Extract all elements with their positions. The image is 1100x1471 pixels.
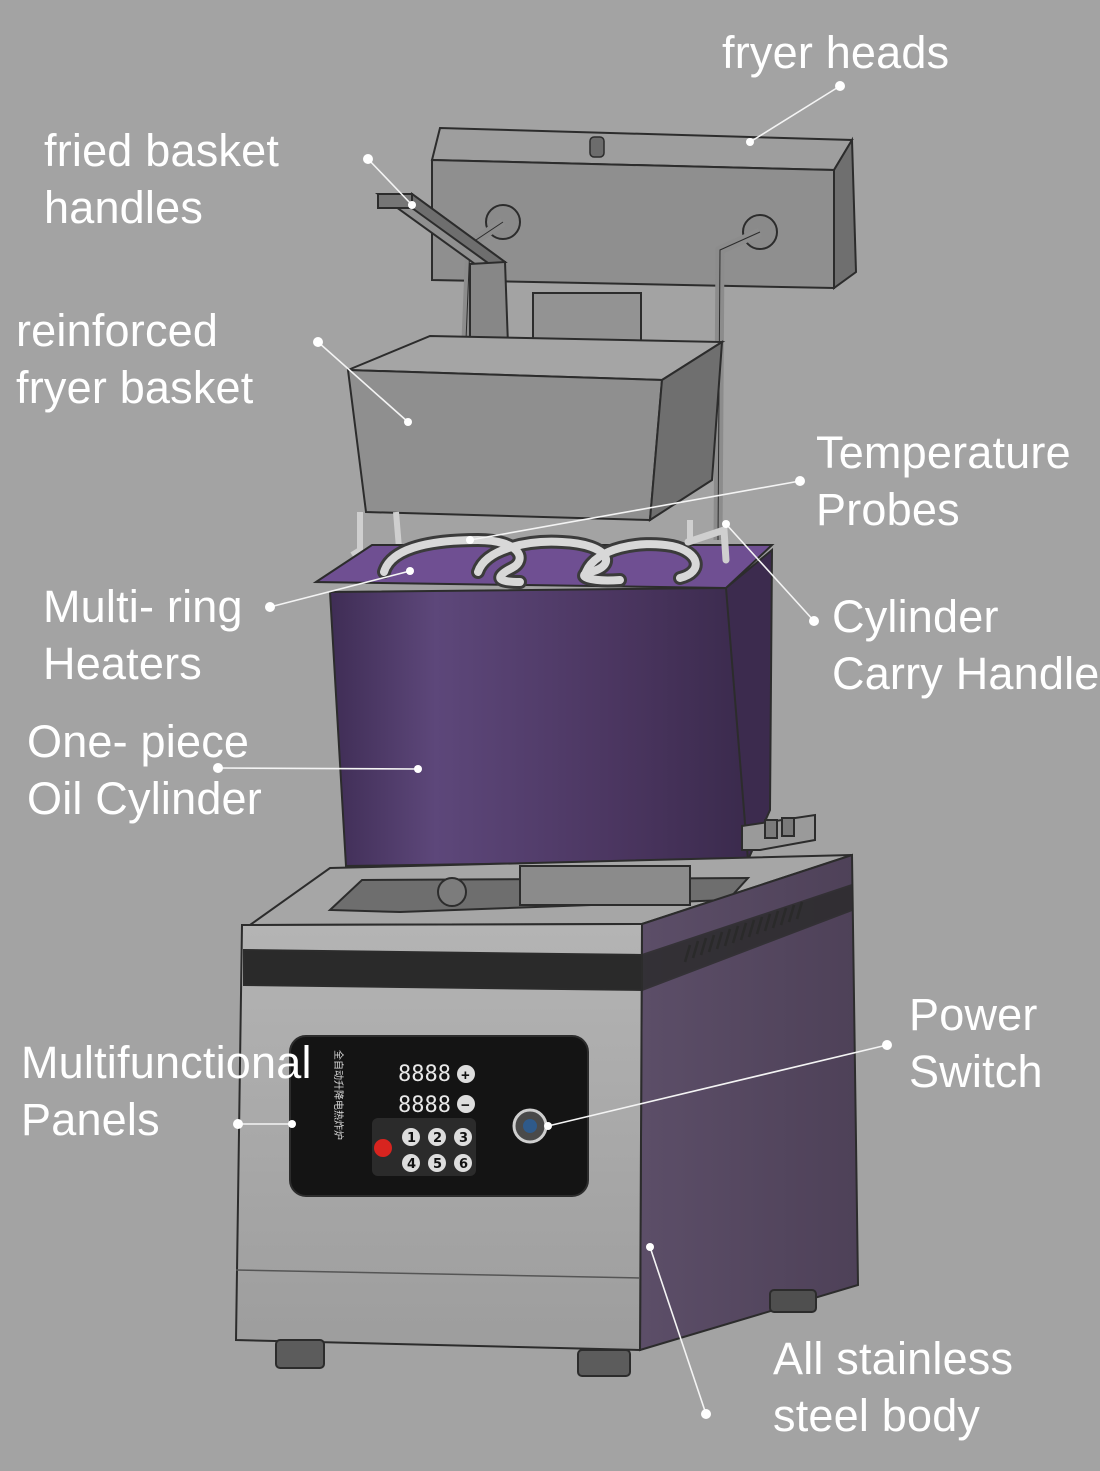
label-fryer-basket: reinforced fryer basket xyxy=(16,302,254,416)
keypad-label: 2 xyxy=(433,1131,442,1146)
label-line: fried basket xyxy=(44,125,280,176)
keypad-button-3[interactable] xyxy=(454,1128,472,1146)
keypad-label: 6 xyxy=(459,1157,468,1172)
label-line: steel body xyxy=(773,1390,981,1441)
oil-cylinder xyxy=(312,544,775,868)
leader-lines xyxy=(213,81,892,1419)
label-line: Temperature xyxy=(816,427,1071,478)
label-line: Switch xyxy=(909,1046,1043,1097)
keypad-label: 1 xyxy=(407,1131,416,1146)
label-steel-body: All stainless steel body xyxy=(773,1330,1013,1444)
keypad-button-5[interactable] xyxy=(428,1154,446,1172)
keypad-button-2[interactable] xyxy=(428,1128,446,1146)
label-line: Oil Cylinder xyxy=(27,773,262,824)
label-heaters: Multi- ring Heaters xyxy=(43,578,243,692)
label-line: Cylinder xyxy=(832,591,999,642)
keypad: 1 2 3 4 5 6 xyxy=(402,1128,472,1172)
label-line: Carry Handle xyxy=(832,648,1100,699)
label-line: fryer heads xyxy=(722,27,950,78)
label-line: Multi- ring xyxy=(43,581,243,632)
label-line: Power xyxy=(909,989,1038,1040)
label-line: fryer basket xyxy=(16,362,254,413)
label-line: Multifunctional xyxy=(21,1037,312,1088)
timer-display: 8888 xyxy=(398,1093,451,1118)
label-power-switch: Power Switch xyxy=(909,986,1043,1100)
temperature-display: 8888 xyxy=(398,1062,451,1087)
keypad-label: 4 xyxy=(407,1157,416,1172)
minus-button[interactable] xyxy=(457,1095,475,1113)
keypad-button-6[interactable] xyxy=(454,1154,472,1172)
label-line: reinforced xyxy=(16,305,219,356)
basket-handle xyxy=(374,192,510,350)
control-panel: 全自动升降电热炸炉 8888 8888 + − 1 2 3 4 5 6 xyxy=(289,1035,589,1197)
label-line: One- piece xyxy=(27,716,250,767)
label-carry-handle: Cylinder Carry Handle xyxy=(832,588,1100,702)
label-oil-cylinder: One- piece Oil Cylinder xyxy=(27,713,262,827)
label-line: Probes xyxy=(816,484,960,535)
heating-elements xyxy=(377,525,730,589)
panel-side-text: 全自动升降电热炸炉 xyxy=(332,1050,345,1140)
label-fryer-heads: fryer heads xyxy=(722,24,949,81)
base-top xyxy=(246,813,853,927)
label-panels: Multifunctional Panels xyxy=(21,1034,312,1148)
power-indicator-icon xyxy=(374,1139,392,1157)
keypad-label: 3 xyxy=(459,1131,468,1146)
label-line: handles xyxy=(44,182,204,233)
label-line: Panels xyxy=(21,1094,160,1145)
label-temperature-probes: Temperature Probes xyxy=(816,424,1071,538)
label-line: Heaters xyxy=(43,638,202,689)
minus-symbol: − xyxy=(461,1097,470,1114)
keypad-label: 5 xyxy=(433,1157,442,1172)
label-basket-handles: fried basket handles xyxy=(44,122,279,236)
vent-slots xyxy=(683,901,804,963)
keypad-button-4[interactable] xyxy=(402,1154,420,1172)
plus-button[interactable] xyxy=(457,1065,475,1083)
plus-symbol: + xyxy=(461,1067,470,1084)
feet xyxy=(275,1289,817,1377)
label-line: All stainless xyxy=(773,1333,1014,1384)
keypad-button-1[interactable] xyxy=(402,1128,420,1146)
fryer-basket xyxy=(346,334,726,576)
